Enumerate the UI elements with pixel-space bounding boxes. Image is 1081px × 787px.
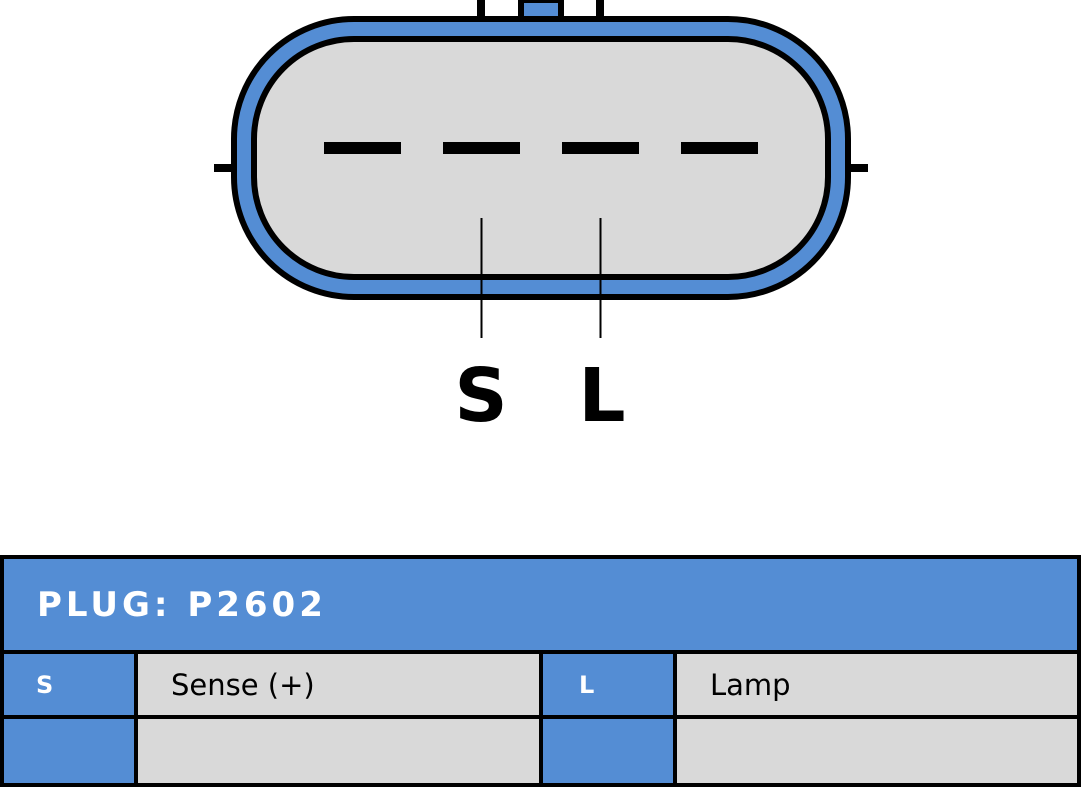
pin-code: L [579,670,595,699]
pin-code-cell: S [4,654,134,715]
pin-1 [324,142,401,154]
pin-description-cell [677,719,1077,783]
pin-code-cell [4,719,134,783]
pin-code-cell [543,719,673,783]
pin-label-l: L [578,353,625,439]
side-stub-left [214,164,234,172]
latch-tab-left [477,0,485,20]
pin-code: S [36,670,54,699]
pin-description: Sense (+) [171,667,315,702]
pin-description: Lamp [710,667,791,702]
pin-description-cell: Sense (+) [138,654,539,715]
side-stub-right [848,164,868,172]
pin-2 [443,142,520,154]
plug-pinout-table: PLUG: P2602 S Sense (+) L Lamp [0,555,1081,787]
plug-title: PLUG: P2602 [37,585,327,625]
pin-4 [681,142,758,154]
pin-description-cell: Lamp [677,654,1077,715]
connector-body [251,36,831,280]
pin-description-cell [138,719,539,783]
pin-3 [562,142,639,154]
latch-tab-right [596,0,604,20]
connector-diagram: S L [214,0,868,439]
pin-label-s: S [454,353,507,439]
pin-code-cell: L [543,654,673,715]
table-header: PLUG: P2602 [4,559,1077,650]
